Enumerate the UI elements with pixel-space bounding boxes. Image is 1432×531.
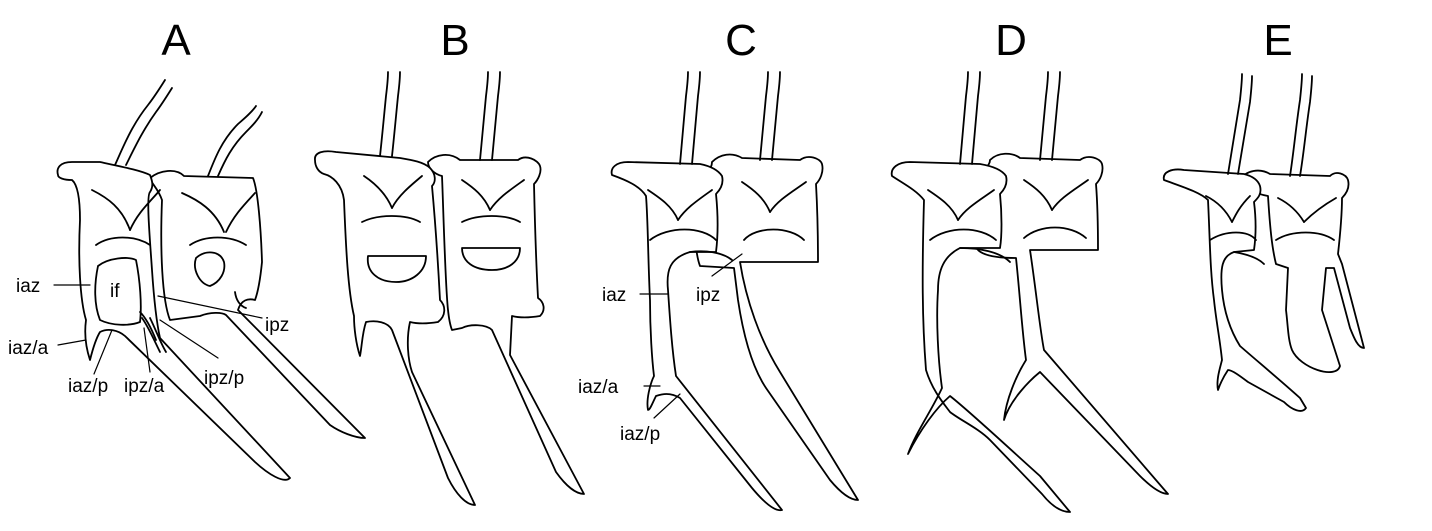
leader-a-ipz — [157, 295, 263, 319]
panel-b — [314, 71, 585, 506]
leader-a-ipz-p — [159, 319, 219, 359]
panel-letter-c: C — [725, 16, 757, 65]
leader-c-ipz — [711, 253, 743, 277]
leader-c-iaz-p — [653, 393, 681, 419]
panel-e — [1162, 73, 1365, 412]
panel-e-vertebra-front — [1162, 73, 1307, 412]
panel-e-vertebra-rear — [1239, 73, 1365, 373]
label-a-ipz: ipz — [265, 315, 289, 336]
label-c-iaz: iaz — [602, 285, 626, 306]
panel-letter-d: D — [995, 16, 1027, 65]
label-a-iaz-a: iaz/a — [8, 338, 49, 359]
panel-d-vertebra-rear — [973, 71, 1169, 495]
label-c-ipz: ipz — [696, 285, 720, 306]
panel-d — [890, 71, 1169, 513]
label-c-iaz-p: iaz/p — [620, 424, 660, 445]
panel-d-vertebra-front — [890, 71, 1071, 513]
panel-c-vertebra-front — [610, 71, 783, 512]
label-a-iaz: iaz — [16, 276, 40, 297]
panel-b-vertebra-rear — [427, 71, 585, 495]
panel-b-vertebra-front — [314, 71, 476, 506]
leader-a-ipz-a — [143, 327, 151, 373]
label-a-if: if — [110, 281, 120, 302]
panel-a-vertebra-rear — [149, 105, 366, 439]
panel-letter-b: B — [440, 16, 469, 65]
panel-letter-e: E — [1263, 16, 1292, 65]
leader-a-iaz-p — [93, 329, 113, 375]
label-a-ipz-p: ipz/p — [204, 368, 244, 389]
leader-a-iaz-a — [57, 339, 87, 346]
panel-letter-a: A — [161, 16, 191, 65]
label-a-iaz-p: iaz/p — [68, 376, 108, 397]
panel-a-vertebra-front — [56, 79, 291, 481]
panel-c: iaz ipz iaz/a iaz/p — [578, 71, 859, 512]
label-c-iaz-a: iaz/a — [578, 377, 619, 398]
panel-a: iaz if ipz iaz/a ipz/p iaz/p ipz/a — [8, 79, 366, 481]
label-a-ipz-a: ipz/a — [124, 376, 165, 397]
